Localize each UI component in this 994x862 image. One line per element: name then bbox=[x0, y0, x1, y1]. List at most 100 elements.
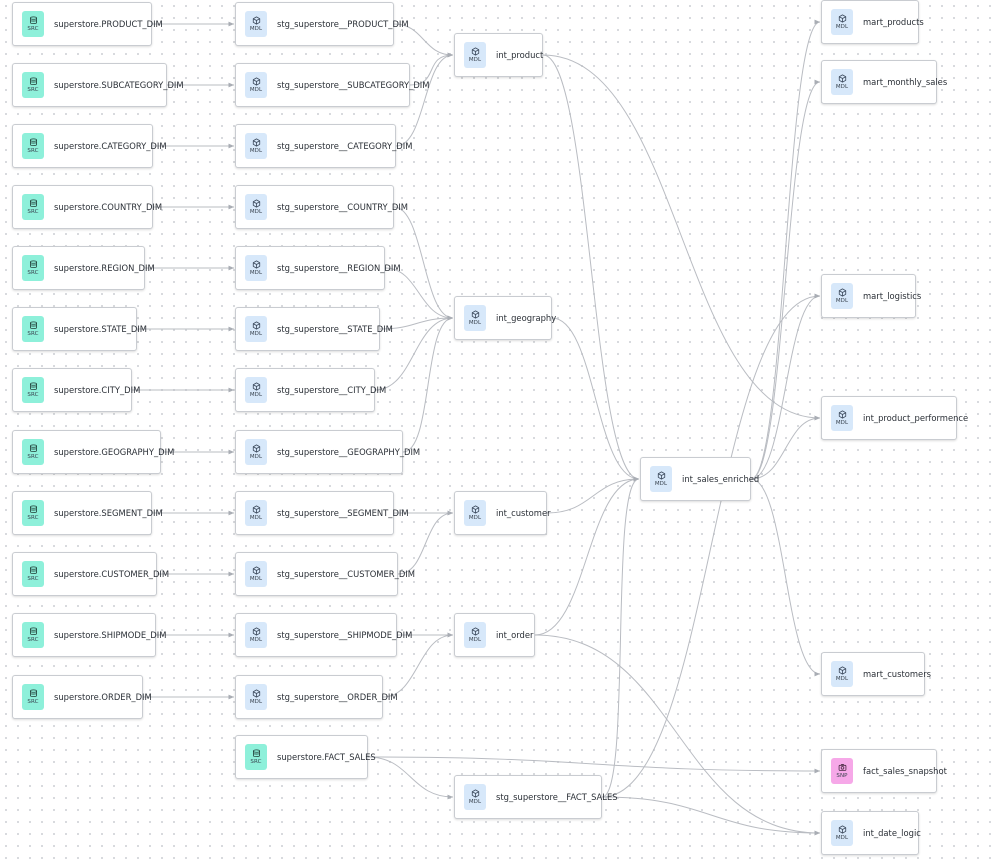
node-stg-country-dim[interactable]: MDL stg_superstore__COUNTRY_DIM bbox=[235, 185, 408, 229]
source-database-icon: SRC bbox=[22, 194, 44, 220]
node-type-badge: SRC bbox=[250, 759, 262, 765]
node-label: int_sales_enriched bbox=[682, 474, 760, 484]
model-cube-icon: MDL bbox=[831, 283, 853, 309]
node-stg-customer-dim[interactable]: MDL stg_superstore__CUSTOMER_DIM bbox=[235, 552, 415, 596]
node-type-badge: MDL bbox=[468, 515, 482, 521]
node-label: stg_superstore__CUSTOMER_DIM bbox=[277, 569, 415, 579]
node-label: int_customer bbox=[496, 508, 551, 518]
node-type-badge: MDL bbox=[249, 270, 263, 276]
model-cube-icon: MDL bbox=[245, 133, 267, 159]
source-database-icon: SRC bbox=[22, 11, 44, 37]
edge-int-sales-enriched-to-mart-logistics bbox=[750, 293, 821, 480]
node-int-product-performence[interactable]: MDL int_product_performence bbox=[821, 396, 968, 440]
model-cube-icon: MDL bbox=[831, 661, 853, 687]
model-cube-icon: MDL bbox=[245, 439, 267, 465]
node-type-badge: MDL bbox=[835, 24, 849, 30]
node-fact-sales-snapshot[interactable]: SNP fact_sales_snapshot bbox=[821, 749, 947, 793]
node-type-badge: SRC bbox=[27, 87, 39, 93]
node-int-geography[interactable]: MDL int_geography bbox=[454, 296, 556, 340]
node-label: stg_superstore__COUNTRY_DIM bbox=[277, 202, 408, 212]
source-database-icon: SRC bbox=[22, 684, 44, 710]
node-label: int_product bbox=[496, 50, 544, 60]
node-label: fact_sales_snapshot bbox=[863, 766, 947, 776]
model-cube-icon: MDL bbox=[831, 9, 853, 35]
node-src-product-dim[interactable]: SRC superstore.PRODUCT_DIM bbox=[12, 2, 163, 46]
node-type-badge: MDL bbox=[249, 87, 263, 93]
edge-int-customer-to-int-sales-enriched bbox=[546, 476, 640, 514]
node-label: stg_superstore__GEOGRAPHY_DIM bbox=[277, 447, 421, 457]
node-type-badge: SRC bbox=[27, 270, 39, 276]
node-int-customer[interactable]: MDL int_customer bbox=[454, 491, 551, 535]
node-type-badge: MDL bbox=[835, 298, 849, 304]
node-label: superstore.SHIPMODE_DIM bbox=[54, 630, 167, 640]
node-label: superstore.PRODUCT_DIM bbox=[54, 19, 163, 29]
node-src-shipmode-dim[interactable]: SRC superstore.SHIPMODE_DIM bbox=[12, 613, 166, 657]
source-database-icon: SRC bbox=[22, 622, 44, 648]
node-label: int_product_performence bbox=[863, 413, 969, 423]
snapshot-camera-icon: SNP bbox=[831, 758, 853, 784]
node-label: int_geography bbox=[496, 313, 557, 323]
edge-src-fact-sales-to-fact-sales-snapshot bbox=[367, 756, 821, 774]
edge-stg-fact-sales-to-int-sales-enriched bbox=[601, 476, 640, 798]
edge-int-sales-enriched-to-mart-monthly-sales bbox=[750, 79, 821, 480]
model-cube-icon: MDL bbox=[650, 466, 672, 492]
edge-int-order-to-int-sales-enriched bbox=[534, 476, 640, 636]
node-int-sales-enriched[interactable]: MDL int_sales_enriched bbox=[640, 457, 759, 501]
node-label: superstore.GEOGRAPHY_DIM bbox=[54, 447, 175, 457]
model-cube-icon: MDL bbox=[245, 500, 267, 526]
node-type-badge: MDL bbox=[468, 320, 482, 326]
node-label: stg_superstore__STATE_DIM bbox=[277, 324, 393, 334]
node-type-badge: MDL bbox=[249, 576, 263, 582]
node-type-badge: MDL bbox=[249, 148, 263, 154]
node-stg-geography-dim[interactable]: MDL stg_superstore__GEOGRAPHY_DIM bbox=[235, 430, 420, 474]
node-label: superstore.REGION_DIM bbox=[54, 263, 155, 273]
model-cube-icon: MDL bbox=[464, 42, 486, 68]
source-database-icon: SRC bbox=[22, 72, 44, 98]
edge-int-sales-enriched-to-mart-customers bbox=[750, 478, 821, 677]
source-database-icon: SRC bbox=[22, 377, 44, 403]
node-src-region-dim[interactable]: SRC superstore.REGION_DIM bbox=[12, 246, 155, 290]
node-type-badge: MDL bbox=[835, 676, 849, 682]
node-type-badge: MDL bbox=[835, 84, 849, 90]
node-type-badge: MDL bbox=[835, 420, 849, 426]
model-cube-icon: MDL bbox=[831, 405, 853, 431]
source-database-icon: SRC bbox=[245, 744, 267, 770]
node-type-badge: SRC bbox=[27, 515, 39, 521]
node-type-badge: SRC bbox=[27, 576, 39, 582]
node-stg-subcategory-dim[interactable]: MDL stg_superstore__SUBCATEGORY_DIM bbox=[235, 63, 429, 107]
edge-int-sales-enriched-to-int-product-performence bbox=[750, 415, 821, 480]
node-type-badge: MDL bbox=[249, 454, 263, 460]
model-cube-icon: MDL bbox=[464, 622, 486, 648]
node-type-badge: MDL bbox=[249, 209, 263, 215]
node-label: stg_superstore__SUBCATEGORY_DIM bbox=[277, 80, 430, 90]
node-type-badge: SRC bbox=[27, 209, 39, 215]
node-int-product[interactable]: MDL int_product bbox=[454, 33, 543, 77]
model-cube-icon: MDL bbox=[245, 684, 267, 710]
